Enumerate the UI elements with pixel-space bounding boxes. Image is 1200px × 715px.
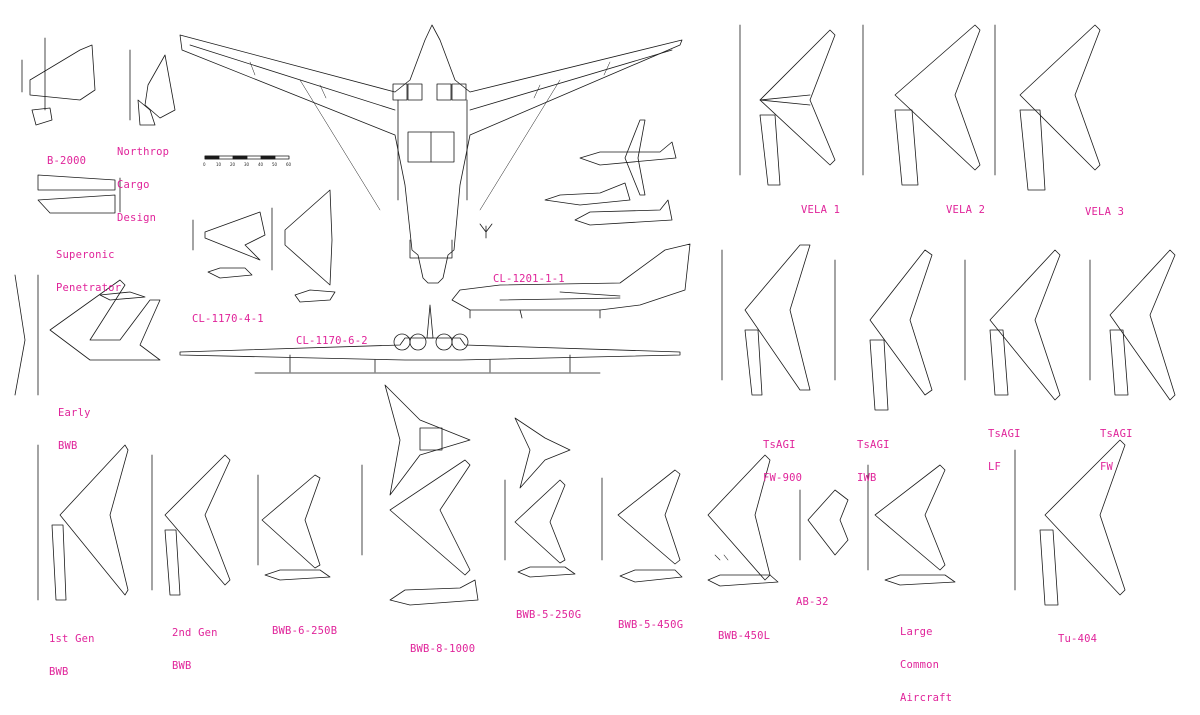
label-tsagi-fw: TsAGI FW — [1100, 407, 1133, 484]
tsagi-iwb-drawing — [834, 249, 933, 411]
northrop-emblem — [479, 223, 493, 239]
label-line: IWB — [857, 472, 877, 484]
scale-tick: 20 — [230, 162, 236, 167]
vela1-drawing — [739, 24, 836, 186]
label-line: Tu-404 — [1058, 633, 1098, 645]
tsagi-fw900-drawing — [721, 244, 811, 396]
label-line: BWB-450L — [718, 630, 771, 642]
label-line: 1st Gen — [49, 633, 95, 645]
label-vela1: VELA 1 — [801, 183, 840, 227]
label-tsagi-lf: TsAGI LF — [988, 407, 1021, 484]
label-line: CL-1201-1-1 — [493, 273, 565, 285]
flying-wing-front-view — [179, 304, 681, 374]
label-line: Design — [117, 212, 157, 224]
scale-tick: 0 — [203, 162, 206, 167]
label-line: VELA 3 — [1085, 206, 1125, 218]
label-line: Common — [900, 659, 940, 671]
label-line: Aircraft — [900, 692, 953, 704]
label-line: Large — [900, 626, 933, 638]
label-line: AB-32 — [796, 596, 829, 608]
northrop-cargo-drawing — [129, 49, 176, 126]
label-line: TsAGI — [763, 439, 796, 451]
label-line: LF — [988, 461, 1002, 473]
label-cl1201: CL-1201-1-1 — [493, 252, 565, 296]
label-line: Northrop — [117, 146, 170, 158]
tsagi-lf-drawing — [964, 249, 1061, 401]
label-bwb-5-450g: BWB-5-450G — [618, 598, 683, 642]
aircraft-comparison-sheet: 0 10 20 30 40 50 60 B-2000 Northrop Carg… — [14, 24, 1176, 704]
label-superonic: Superonic Penetrator — [56, 228, 121, 305]
scale-tick: 60 — [286, 162, 292, 167]
tu404-drawing — [1014, 439, 1126, 606]
scale-bar-ticks: 0 10 20 30 40 50 60 — [203, 162, 295, 168]
label-ab-32: AB-32 — [796, 575, 829, 619]
flying-wing-top-view — [179, 24, 683, 284]
label-line: CL-1170-6-2 — [296, 335, 368, 347]
label-line: BWB-8-1000 — [410, 643, 476, 655]
label-bwb-6-250b: BWB-6-250B — [272, 604, 337, 648]
label-line: FW — [1100, 461, 1114, 473]
label-line: TsAGI — [1100, 428, 1133, 440]
label-2nd-gen-bwb: 2nd Gen BWB — [172, 606, 218, 683]
label-bwb-5-250g: BWB-5-250G — [516, 588, 581, 632]
label-line: TsAGI — [857, 439, 890, 451]
vela3-drawing — [994, 24, 1101, 191]
label-early-bwb: Early BWB — [58, 386, 91, 463]
label-cl1170-6: CL-1170-6-2 — [296, 314, 368, 358]
bwb5-450-drawing — [601, 469, 683, 583]
bwb6-drawing — [257, 474, 331, 581]
label-line: 2nd Gen — [172, 627, 218, 639]
scale-tick: 10 — [216, 162, 222, 167]
b2000-drawing — [21, 37, 96, 126]
label-line: TsAGI — [988, 428, 1021, 440]
label-1st-gen-bwb: 1st Gen BWB — [49, 612, 95, 689]
cl1201-side-view — [451, 243, 691, 319]
label-line: BWB — [58, 440, 78, 452]
label-cl1170-4: CL-1170-4-1 — [192, 292, 264, 336]
label-line: VELA 2 — [946, 204, 986, 216]
cl1170-4-drawing — [192, 211, 266, 279]
label-line: BWB — [49, 666, 69, 678]
label-line: CL-1170-4-1 — [192, 313, 264, 325]
label-vela3: VELA 3 — [1085, 185, 1124, 229]
label-tu-404: Tu-404 — [1058, 612, 1097, 656]
gen2-bwb-drawing — [151, 454, 231, 596]
label-line: FW-900 — [763, 472, 803, 484]
label-line: Penetrator — [56, 282, 122, 294]
bwb5-250-drawing — [504, 417, 576, 578]
label-line: BWB-5-450G — [618, 619, 684, 631]
superonic-drawing — [37, 174, 121, 214]
label-tsagi-iwb: TsAGI IWB — [857, 418, 890, 495]
tsagi-fw-drawing — [1089, 249, 1176, 401]
b747-comparison — [544, 119, 677, 226]
gen1-bwb-drawing — [37, 444, 129, 601]
scale-tick: 40 — [258, 162, 264, 167]
lca-drawing — [867, 464, 956, 586]
bwb8-drawing — [361, 384, 479, 606]
label-b2000: B-2000 — [47, 134, 86, 178]
scale-bar — [204, 155, 290, 160]
vela2-drawing — [862, 24, 981, 186]
drawing-canvas — [14, 24, 1176, 606]
label-large-common-aircraft: Large Common Aircraft — [900, 605, 952, 715]
label-line: Superonic — [56, 249, 115, 261]
label-line: Cargo — [117, 179, 150, 191]
label-bwb-8-1000: BWB-8-1000 — [410, 622, 475, 666]
scale-tick: 50 — [272, 162, 278, 167]
ab32-drawing — [799, 489, 849, 561]
label-line: BWB — [172, 660, 192, 672]
bwb450l-drawing — [707, 454, 779, 587]
label-line: VELA 1 — [801, 204, 841, 216]
label-line: BWB-5-250G — [516, 609, 582, 621]
early-bwb-drawing — [14, 274, 161, 396]
label-bwb-450l: BWB-450L — [718, 609, 770, 653]
label-line: B-2000 — [47, 155, 87, 167]
label-line: Early — [58, 407, 91, 419]
label-line: BWB-6-250B — [272, 625, 338, 637]
cl1170-6-drawing — [271, 189, 336, 303]
label-tsagi-fw900: TsAGI FW-900 — [763, 418, 802, 495]
label-northrop-cargo: Northrop Cargo Design — [117, 125, 169, 235]
scale-tick: 30 — [244, 162, 250, 167]
label-vela2: VELA 2 — [946, 183, 985, 227]
